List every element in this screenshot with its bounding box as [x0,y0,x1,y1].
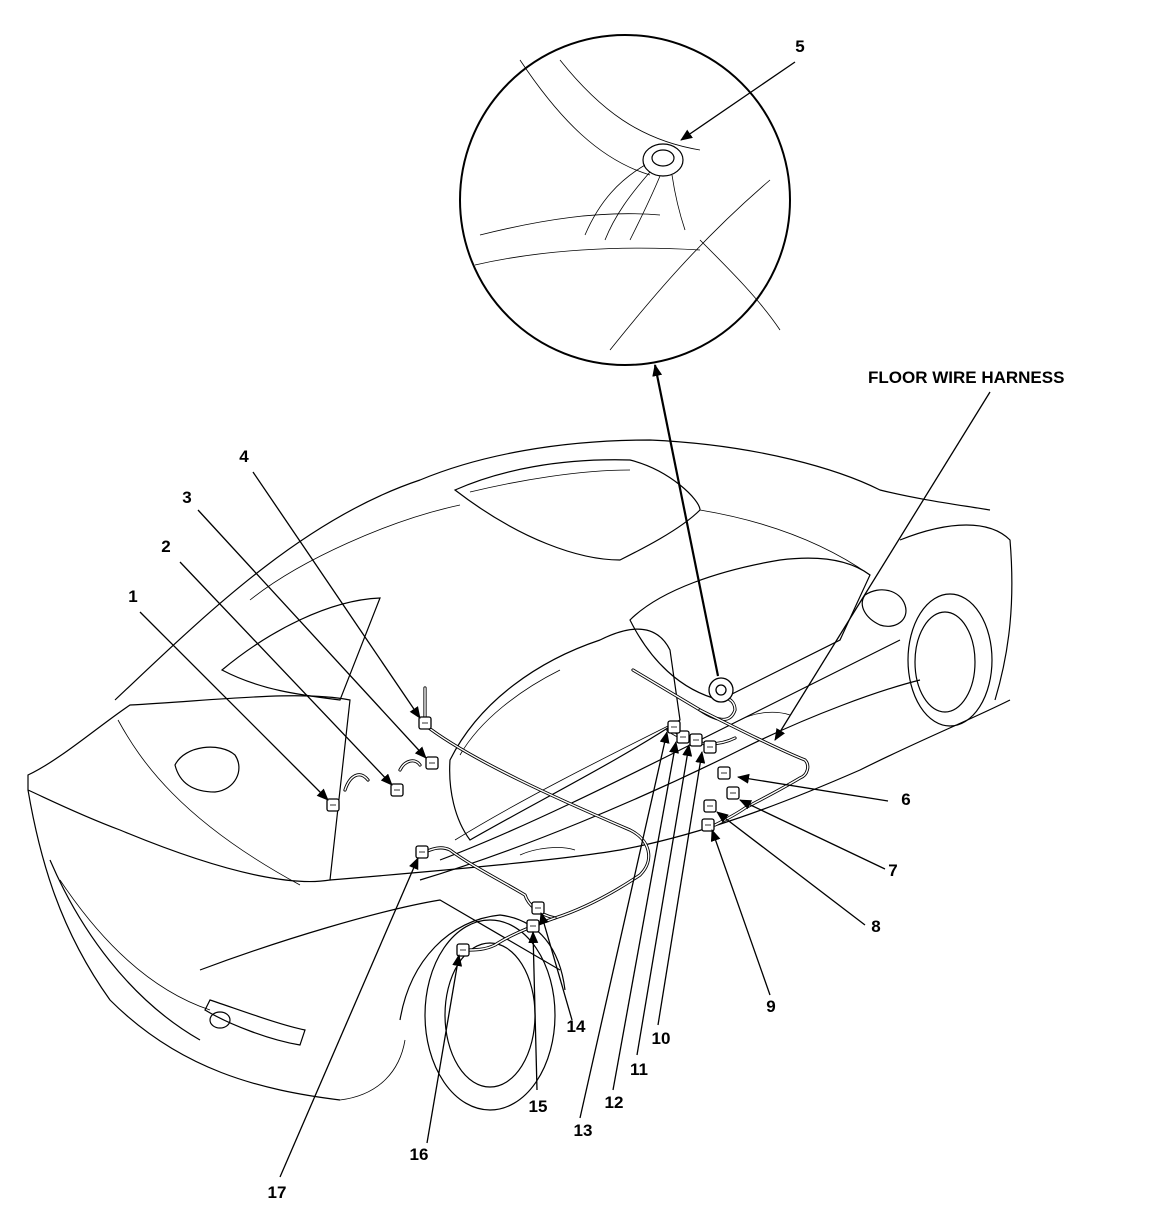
connector-11 [689,733,703,747]
harness-wire-core [699,709,809,826]
leader-line-4 [252,471,421,719]
grommet-center [715,684,727,696]
callout-label-4: 4 [239,447,249,466]
callout-label-10: 10 [652,1029,671,1048]
callout-label-9: 9 [766,997,775,1016]
detail-arrow [652,364,720,677]
connector-7 [726,786,740,800]
callout-label-15: 15 [529,1097,548,1116]
leader-line-7 [739,799,886,870]
leader-line-9 [710,829,771,996]
callout-label-1: 1 [128,587,137,606]
leader-line-1 [139,611,329,801]
connector-17 [415,845,429,859]
callout-label-8: 8 [871,917,880,936]
leader-line-2 [179,561,393,786]
callout-label-3: 3 [182,488,191,507]
callout-label-13: 13 [574,1121,593,1140]
callout-label-14: 14 [567,1017,586,1036]
connector-6 [717,766,731,780]
connector-4 [418,716,432,730]
leader-line-11 [636,744,693,1056]
leader-line-5 [680,61,796,141]
leader-line-10 [657,751,706,1026]
leader-line-12 [612,741,679,1091]
connector-12 [676,730,690,744]
car-body-outline [27,439,1013,1111]
connector-8 [703,799,717,813]
leader-line-3 [197,509,427,759]
harness-wire-core [344,774,369,791]
leader-line-14 [539,912,573,1021]
callout-label-2: 2 [161,537,170,556]
connector-15 [526,919,540,933]
leader-line-15 [528,931,539,1091]
leader-line-8 [716,811,866,926]
leader-line-16 [426,954,463,1144]
connector-1 [326,798,340,812]
harness-wire-core [399,760,421,771]
harness-wire-core [424,687,650,919]
harness-leader-line [774,391,991,741]
connector-3 [425,756,439,770]
leader-line-17 [279,857,419,1178]
floor-wire-harness-label: FLOOR WIRE HARNESS [868,368,1064,387]
connector-9 [701,818,715,832]
connector-10 [703,740,717,754]
callout-label-5: 5 [795,37,804,56]
callout-label-17: 17 [268,1183,287,1202]
callout-label-12: 12 [605,1093,624,1112]
connector-2 [390,783,404,797]
leader-line-13 [579,731,670,1119]
callout-label-11: 11 [630,1060,648,1079]
leader-line-6 [737,773,889,802]
callout-label-16: 16 [410,1145,429,1164]
callout-label-7: 7 [888,861,897,880]
detail-view-circle [459,34,791,366]
connector-13 [667,720,681,734]
callout-label-6: 6 [901,790,910,809]
connector-14 [531,901,545,915]
connector-16 [456,943,470,957]
